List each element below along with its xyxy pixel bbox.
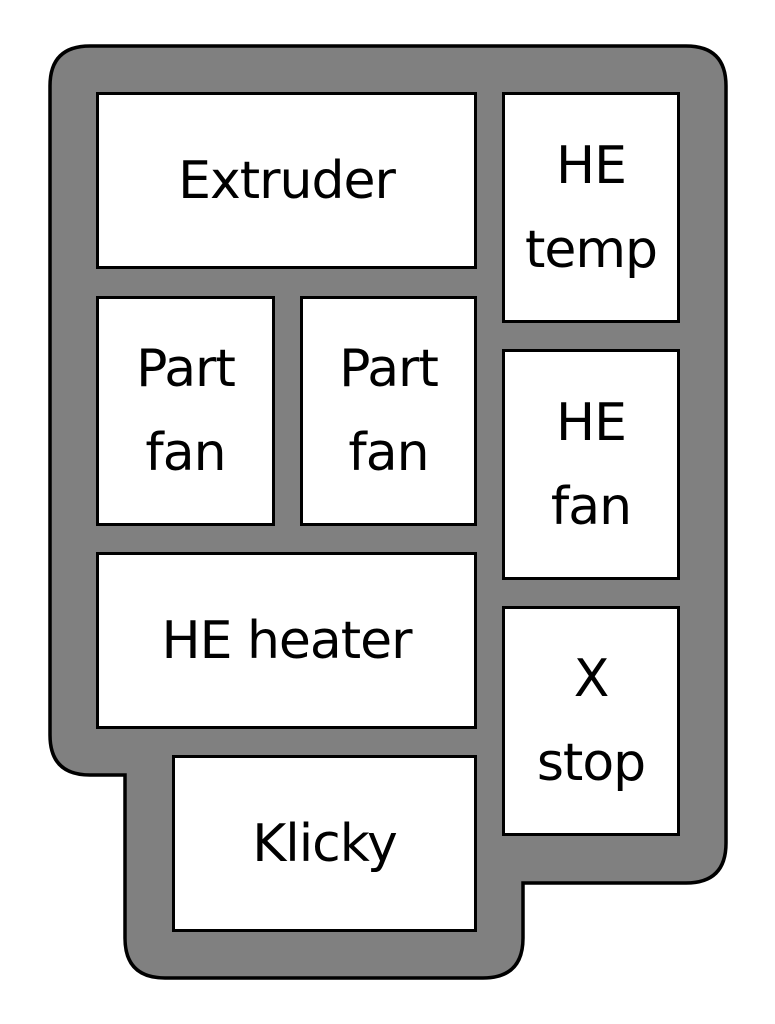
he-fan-label-line2: fan <box>550 476 632 537</box>
part-fan-2-label-line1: Part <box>339 339 439 399</box>
he-heater-label: HE heater <box>161 610 412 671</box>
part-fan-2-block: Part fan <box>300 296 477 526</box>
he-temp-label-line2: temp <box>524 219 658 280</box>
extruder-label: Extruder <box>178 150 396 211</box>
part-fan-1-block: Part fan <box>96 296 275 526</box>
he-heater-block: HE heater <box>96 552 477 729</box>
klicky-label: Klicky <box>252 813 398 874</box>
part-fan-2-label-line2: fan <box>348 423 429 483</box>
x-stop-label-line2: stop <box>536 733 646 793</box>
part-fan-1-label-line2: fan <box>145 423 226 483</box>
x-stop-block: X stop <box>502 606 680 836</box>
extruder-block: Extruder <box>96 92 477 269</box>
part-fan-1-label-line1: Part <box>136 339 236 399</box>
he-fan-label-line1: HE <box>556 392 627 453</box>
he-fan-block: HE fan <box>502 349 680 580</box>
klicky-block: Klicky <box>172 755 477 932</box>
x-stop-label-line1: X <box>573 649 610 709</box>
he-temp-block: HE temp <box>502 92 680 323</box>
he-temp-label-line1: HE <box>556 135 627 196</box>
